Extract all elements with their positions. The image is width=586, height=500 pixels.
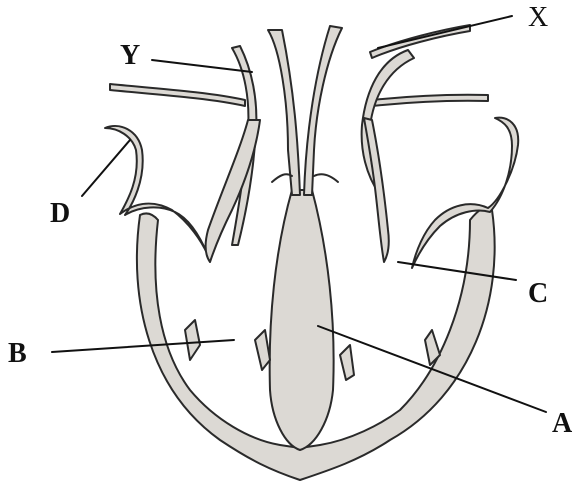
right-atrium-wall (412, 118, 518, 268)
label-x: X (528, 2, 548, 33)
label-a: A (552, 408, 573, 439)
label-c: C (528, 278, 548, 309)
left-atrium-wall (105, 126, 210, 260)
right-atrium-inner (364, 118, 389, 262)
leader-line-x (378, 16, 512, 48)
septum-top-branch-left (272, 174, 292, 182)
septum-top-branch-right (314, 174, 338, 182)
papillary-muscle-left-2 (255, 330, 270, 370)
upper-left-vessel (110, 84, 245, 106)
leader-line-b (52, 340, 234, 352)
septum (270, 190, 334, 450)
label-d: D (50, 198, 70, 229)
central-artery-right (304, 26, 342, 195)
leader-line-d (82, 140, 130, 196)
central-artery-left (268, 30, 300, 195)
label-y: Y (120, 40, 140, 71)
label-b: B (8, 338, 27, 369)
papillary-muscle-left (185, 320, 200, 360)
leader-line-y (152, 60, 252, 72)
leader-line-c (398, 262, 516, 280)
papillary-muscle-right (340, 345, 354, 380)
right-upper-vessel (372, 95, 488, 106)
